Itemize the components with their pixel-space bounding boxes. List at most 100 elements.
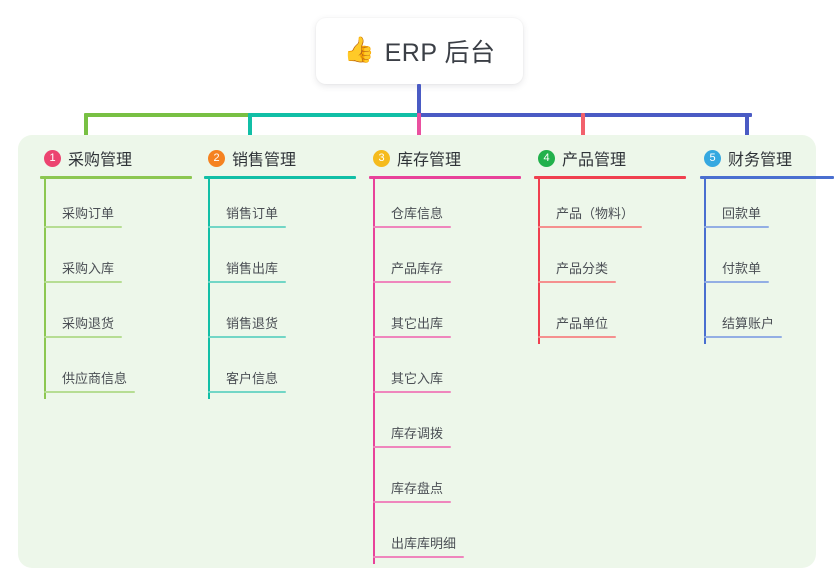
leaf-item[interactable]: 产品单位 [534, 289, 686, 344]
leaf-item-rule [44, 281, 122, 283]
branch-header-4[interactable]: 4 产品管理 [534, 146, 686, 170]
branch-spine [44, 179, 46, 399]
leaf-item[interactable]: 回款单 [700, 179, 834, 234]
leaf-item[interactable]: 供应商信息 [40, 344, 192, 399]
leaf-item[interactable]: 客户信息 [204, 344, 356, 399]
branch-header-rule [534, 176, 686, 179]
leaf-item-rule [704, 336, 782, 338]
leaf-item[interactable]: 销售订单 [204, 179, 356, 234]
leaf-item-label: 采购订单 [62, 206, 115, 221]
connector-root-stem [417, 84, 421, 117]
leaf-item[interactable]: 库存盘点 [369, 454, 521, 509]
branch-header-3[interactable]: 3 库存管理 [369, 146, 521, 170]
leaf-item-label: 销售退货 [226, 316, 279, 331]
leaf-item[interactable]: 采购订单 [40, 179, 192, 234]
thumbs-up-icon: 👍 [343, 35, 375, 64]
connector-drop-3 [417, 113, 421, 148]
branch-number-badge: 4 [538, 149, 555, 167]
leaf-item-rule [704, 281, 769, 283]
branch-title: 财务管理 [728, 152, 793, 169]
leaf-item-rule [44, 226, 122, 228]
leaf-item[interactable]: 销售出库 [204, 234, 356, 289]
branch-header-2[interactable]: 2 销售管理 [204, 146, 356, 170]
branch-number-badge: 3 [373, 149, 390, 167]
branch-number-badge: 1 [44, 149, 61, 167]
leaf-item[interactable]: 产品（物料） [534, 179, 686, 234]
leaf-item-rule [208, 281, 286, 283]
leaf-item[interactable]: 结算账户 [700, 289, 834, 344]
branch-spine [208, 179, 210, 399]
branch-number-badge: 2 [208, 149, 225, 167]
leaf-item[interactable]: 其它出库 [369, 289, 521, 344]
leaf-item[interactable]: 付款单 [700, 234, 834, 289]
root-node[interactable]: 👍 ERP 后台 [316, 18, 523, 84]
connector-bar-segment-1 [85, 113, 250, 117]
branch-header-1[interactable]: 1 采购管理 [40, 146, 192, 170]
leaf-item-rule [373, 336, 451, 338]
branch-title: 采购管理 [68, 152, 133, 169]
leaf-item-rule [44, 391, 135, 393]
branch-title: 库存管理 [397, 152, 462, 169]
leaf-item-label: 回款单 [722, 206, 762, 221]
leaf-item-rule [208, 391, 286, 393]
leaf-item-rule [373, 226, 451, 228]
branch-column-1: 1 采购管理采购订单采购入库采购退货供应商信息 [40, 146, 192, 399]
branch-header-rule [369, 176, 521, 179]
leaf-item[interactable]: 采购入库 [40, 234, 192, 289]
branch-column-4: 4 产品管理产品（物料）产品分类产品单位 [534, 146, 686, 344]
branch-items: 回款单付款单结算账户 [700, 179, 834, 344]
root-title: ERP 后台 [384, 39, 496, 67]
leaf-item-label: 客户信息 [226, 371, 279, 386]
branches-panel [18, 135, 816, 568]
leaf-item[interactable]: 产品库存 [369, 234, 521, 289]
leaf-item[interactable]: 仓库信息 [369, 179, 521, 234]
connector-bar-segment-2 [250, 113, 419, 117]
leaf-item-label: 采购入库 [62, 261, 115, 276]
leaf-item-rule [538, 281, 616, 283]
leaf-item-label: 采购退货 [62, 316, 115, 331]
connector-drop-4 [581, 113, 585, 148]
leaf-item-label: 库存调拨 [391, 426, 444, 441]
leaf-item-label: 结算账户 [722, 316, 775, 331]
leaf-item-rule [538, 336, 616, 338]
leaf-item[interactable]: 出库库明细 [369, 509, 521, 564]
leaf-item-rule [44, 336, 122, 338]
leaf-item-rule [373, 556, 464, 558]
leaf-item[interactable]: 销售退货 [204, 289, 356, 344]
connector-bar-segment-3 [419, 113, 752, 117]
leaf-item-label: 产品单位 [556, 316, 609, 331]
leaf-item-label: 仓库信息 [391, 206, 444, 221]
leaf-item-label: 供应商信息 [62, 371, 128, 386]
branch-header-rule [40, 176, 192, 179]
branch-items: 销售订单销售出库销售退货客户信息 [204, 179, 356, 399]
leaf-item-rule [208, 336, 286, 338]
branch-column-2: 2 销售管理销售订单销售出库销售退货客户信息 [204, 146, 356, 399]
leaf-item-label: 其它入库 [391, 371, 444, 386]
connector-drop-1 [84, 113, 88, 148]
branch-title: 销售管理 [232, 152, 297, 169]
branch-spine [704, 179, 706, 344]
branch-column-3: 3 库存管理仓库信息产品库存其它出库其它入库库存调拨库存盘点出库库明细 [369, 146, 521, 564]
connector-drop-2 [248, 113, 252, 148]
leaf-item[interactable]: 库存调拨 [369, 399, 521, 454]
leaf-item[interactable]: 采购退货 [40, 289, 192, 344]
branch-header-rule [204, 176, 356, 179]
leaf-item-label: 库存盘点 [391, 481, 444, 496]
branch-items: 仓库信息产品库存其它出库其它入库库存调拨库存盘点出库库明细 [369, 179, 521, 564]
leaf-item-rule [208, 226, 286, 228]
leaf-item-label: 付款单 [722, 261, 762, 276]
branch-header-rule [700, 176, 834, 179]
leaf-item[interactable]: 其它入库 [369, 344, 521, 399]
branch-spine [538, 179, 540, 344]
leaf-item-rule [373, 281, 451, 283]
branch-title: 产品管理 [562, 152, 627, 169]
branch-items: 产品（物料）产品分类产品单位 [534, 179, 686, 344]
leaf-item-label: 产品库存 [391, 261, 444, 276]
leaf-item-label: 出库库明细 [391, 536, 457, 551]
leaf-item[interactable]: 产品分类 [534, 234, 686, 289]
leaf-item-rule [538, 226, 642, 228]
leaf-item-rule [373, 501, 451, 503]
leaf-item-label: 销售订单 [226, 206, 279, 221]
leaf-item-rule [373, 391, 451, 393]
